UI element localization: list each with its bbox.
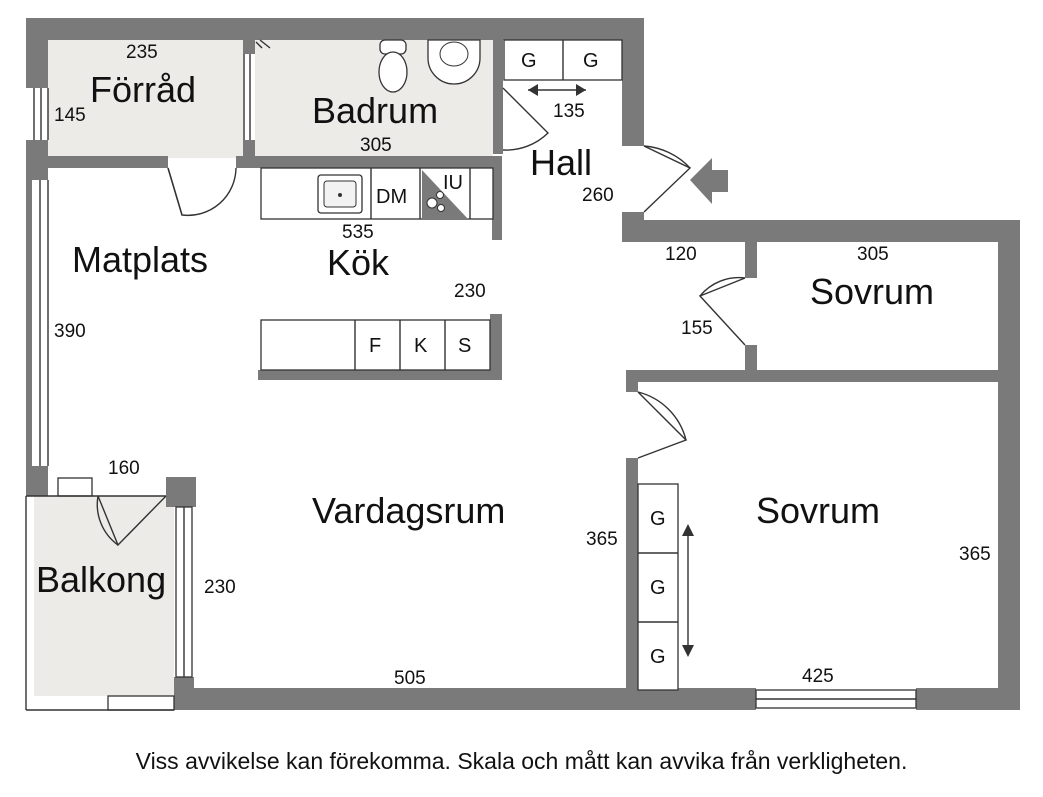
bedroom-wardrobe — [637, 483, 679, 691]
dim-vardagsrum-width: 505 — [394, 668, 426, 689]
island-counter — [260, 319, 491, 371]
room-label-vardagsrum: Vardagsrum — [312, 490, 505, 531]
toilet-icon — [378, 39, 408, 93]
fixture-label-hall-g2: G — [583, 50, 599, 72]
dim-sovrum1-top: 120 — [665, 244, 697, 265]
washbasin-icon — [427, 39, 481, 85]
fixture-label-hall-g1: G — [521, 50, 537, 72]
fixture-label-sov-g3: G — [650, 646, 666, 668]
entry-arrow-icon — [690, 158, 728, 204]
dim-sovrum2-right: 365 — [959, 544, 991, 565]
dim-matplats-depth: 390 — [54, 321, 86, 342]
forrad-floor — [48, 40, 243, 158]
balkong-frame — [25, 495, 174, 711]
fixture-label-iu: IU — [443, 172, 463, 194]
fixture-label-dm: DM — [376, 186, 407, 208]
dim-sovrum2-width: 425 — [802, 666, 834, 687]
room-label-matplats: Matplats — [72, 239, 208, 280]
doors — [96, 54, 746, 547]
dim-balkong-depth: 230 — [204, 577, 236, 598]
room-label-balkong: Balkong — [36, 559, 166, 600]
shower-icon — [255, 39, 271, 49]
fixture-label-s: S — [458, 335, 471, 357]
room-label-kok: Kök — [327, 242, 390, 283]
double-arrow-icon — [528, 84, 586, 96]
dim-badrum-width: 305 — [360, 135, 392, 156]
sink-icon — [317, 174, 363, 214]
fixture-label-f: F — [369, 335, 381, 357]
dim-forrad-width: 235 — [126, 42, 158, 63]
hall-wardrobe — [503, 39, 623, 81]
disclaimer-text: Viss avvikelse kan förekomma. Skala och … — [135, 748, 908, 774]
dim-hall-closet: 135 — [553, 101, 585, 122]
room-label-sovrum-1: Sovrum — [810, 271, 934, 312]
vertical-double-arrow-icon — [682, 524, 694, 657]
room-label-sovrum-2: Sovrum — [756, 490, 880, 531]
dim-sovrum1-side: 155 — [681, 318, 713, 339]
dim-balkong-width: 160 — [108, 458, 140, 479]
dim-kok-depth: 230 — [454, 281, 486, 302]
room-label-forrad: Förråd — [90, 69, 196, 110]
dim-sovrum2-left: 365 — [586, 529, 618, 550]
walls — [26, 18, 1020, 710]
windows — [33, 88, 917, 711]
fixture-label-sov-g2: G — [650, 577, 666, 599]
fixture-label-sov-g1: G — [650, 508, 666, 530]
dim-sovrum1-width: 305 — [857, 244, 889, 265]
dim-forrad-depth: 145 — [54, 105, 86, 126]
room-label-badrum: Badrum — [312, 90, 438, 131]
room-label-hall: Hall — [530, 142, 592, 183]
stove-icon — [422, 170, 468, 219]
dim-hall-depth: 260 — [582, 185, 614, 206]
dim-kok-width: 535 — [342, 222, 374, 243]
fixture-label-k: K — [414, 335, 428, 357]
